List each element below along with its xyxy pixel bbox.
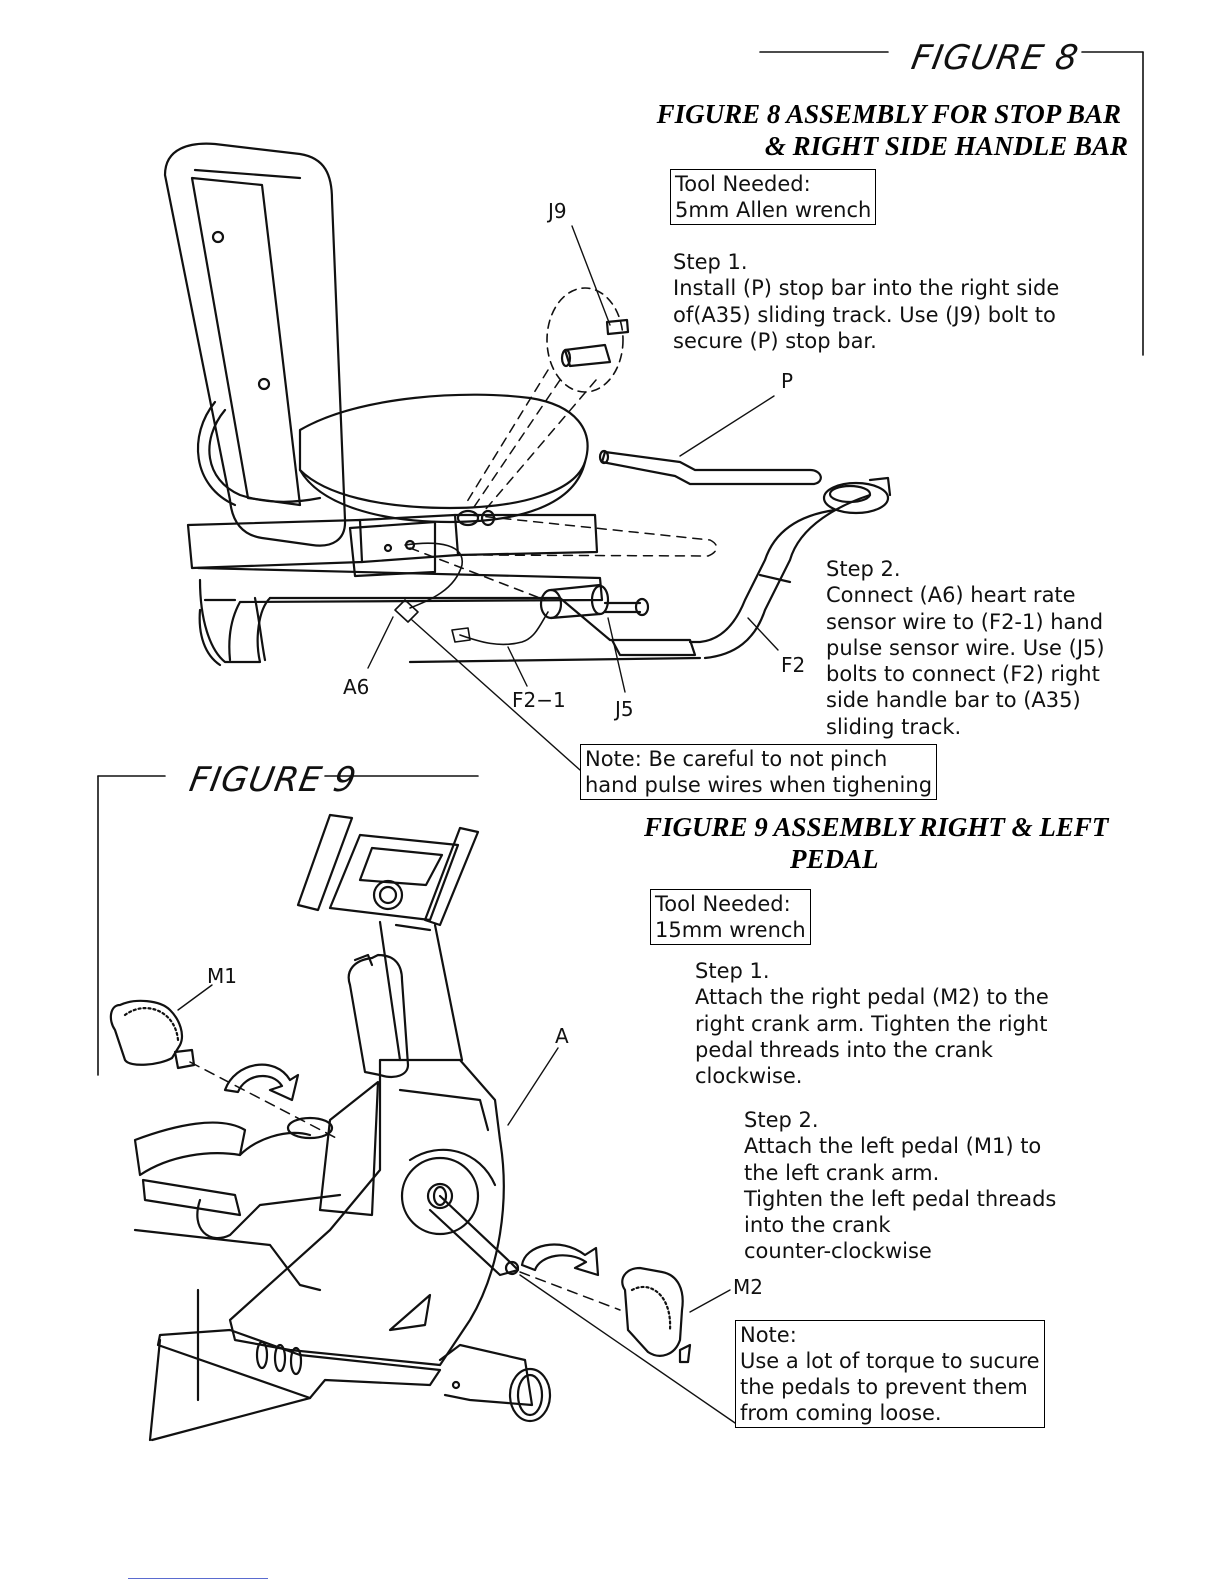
figure8-title-line2: & RIGHT SIDE HANDLE BAR	[764, 131, 1128, 161]
footer-rule	[128, 1578, 268, 1579]
figure8-step1-line: secure (P) stop bar.	[673, 328, 877, 353]
figure9-tool-line1: Tool Needed:	[655, 892, 791, 916]
part-label-j5: J5	[615, 697, 634, 721]
figure9-step2-line: counter-clockwise	[744, 1239, 932, 1264]
bike-frame-drawing	[109, 813, 739, 1442]
figure8-note-line1: Note: Be careful to not pinch	[585, 747, 888, 771]
figure8-step2: Step 2. Connect (A6) heart rate sensor w…	[826, 556, 1105, 740]
figure9-step2-line: the left crank arm.	[744, 1160, 940, 1185]
figure9-tool-line2: 15mm wrench	[655, 918, 806, 942]
figure8-step2-line: sliding track.	[826, 714, 962, 739]
part-label-f2-1: F2−1	[512, 688, 566, 712]
figure8-hand-label: FIGURE 8	[908, 38, 1082, 78]
figure9-step2-line: Attach the left pedal (M1) to	[744, 1134, 1042, 1159]
figure8-tool-line2: 5mm Allen wrench	[675, 198, 872, 222]
figure8-frame	[759, 51, 1144, 356]
figure9-title-line1: FIGURE 9 ASSEMBLY RIGHT & LEFT	[644, 812, 1109, 842]
figure8-step1-line: Install (P) stop bar into the right side	[673, 276, 1060, 301]
figure8-step1: Step 1. Install (P) stop bar into the ri…	[673, 249, 1059, 354]
figure8-tool-box: Tool Needed: 5mm Allen wrench	[670, 169, 877, 225]
figure8-step2-line: bolts to connect (F2) right	[826, 662, 1100, 687]
figure9-note-line3: the pedals to prevent them	[740, 1375, 1028, 1399]
figure8-step2-heading: Step 2.	[826, 557, 901, 581]
figure9-title-line2: PEDAL	[790, 844, 879, 874]
part-label-j9: J9	[548, 199, 567, 223]
figure9-step2-heading: Step 2.	[744, 1108, 819, 1132]
figure8-tool-line1: Tool Needed:	[675, 172, 811, 196]
figure8-step2-line: pulse sensor wire. Use (J5)	[826, 635, 1105, 660]
figure9-step1-heading: Step 1.	[695, 959, 770, 983]
figure9-step1-line: Attach the right pedal (M2) to the	[695, 985, 1049, 1010]
figure9-note-line2: Use a lot of torque to sucure	[740, 1349, 1040, 1373]
figure8-title-line1: FIGURE 8 ASSEMBLY FOR STOP BAR	[656, 99, 1121, 129]
figure9-step1-line: right crank arm. Tighten the right	[695, 1011, 1048, 1036]
figure8-step2-line: side handle bar to (A35)	[826, 688, 1081, 713]
figure8-step1-heading: Step 1.	[673, 250, 748, 274]
figure9-note-line4: from coming loose.	[740, 1401, 942, 1425]
figure9-step2-line: Tighten the left pedal threads	[744, 1186, 1057, 1211]
part-label-f2: F2	[781, 653, 806, 677]
figure8-note-box: Note: Be careful to not pinch hand pulse…	[580, 744, 938, 800]
figure9-note-box: Note: Use a lot of torque to sucure the …	[735, 1320, 1045, 1428]
figure9-hand-label: FIGURE 9	[186, 760, 360, 800]
figure8-note-line2: hand pulse wires when tighening	[585, 773, 933, 797]
figure9-tool-box: Tool Needed: 15mm wrench	[650, 889, 811, 945]
figure8-step1-line: of(A35) sliding track. Use (J9) bolt to	[673, 302, 1056, 327]
figure9-note-line1: Note:	[740, 1323, 797, 1347]
part-label-a6: A6	[343, 675, 370, 699]
seat-assembly-drawing	[163, 142, 892, 771]
figure9-step1-line: clockwise.	[695, 1064, 803, 1089]
part-label-a: A	[555, 1024, 569, 1048]
figure9-step2-line: into the crank	[744, 1213, 891, 1238]
part-label-m1: M1	[207, 964, 237, 988]
figure8-step2-line: sensor wire to (F2-1) hand	[826, 609, 1104, 634]
part-label-m2: M2	[733, 1275, 763, 1299]
figure9-step1-line: pedal threads into the crank	[695, 1037, 993, 1062]
figure9-step1: Step 1. Attach the right pedal (M2) to t…	[695, 958, 1049, 1089]
figure9-step2: Step 2. Attach the left pedal (M1) to th…	[744, 1107, 1056, 1265]
figure8-step2-line: Connect (A6) heart rate	[826, 583, 1076, 608]
figure9-frame	[97, 775, 479, 1076]
part-label-p: P	[781, 369, 794, 393]
